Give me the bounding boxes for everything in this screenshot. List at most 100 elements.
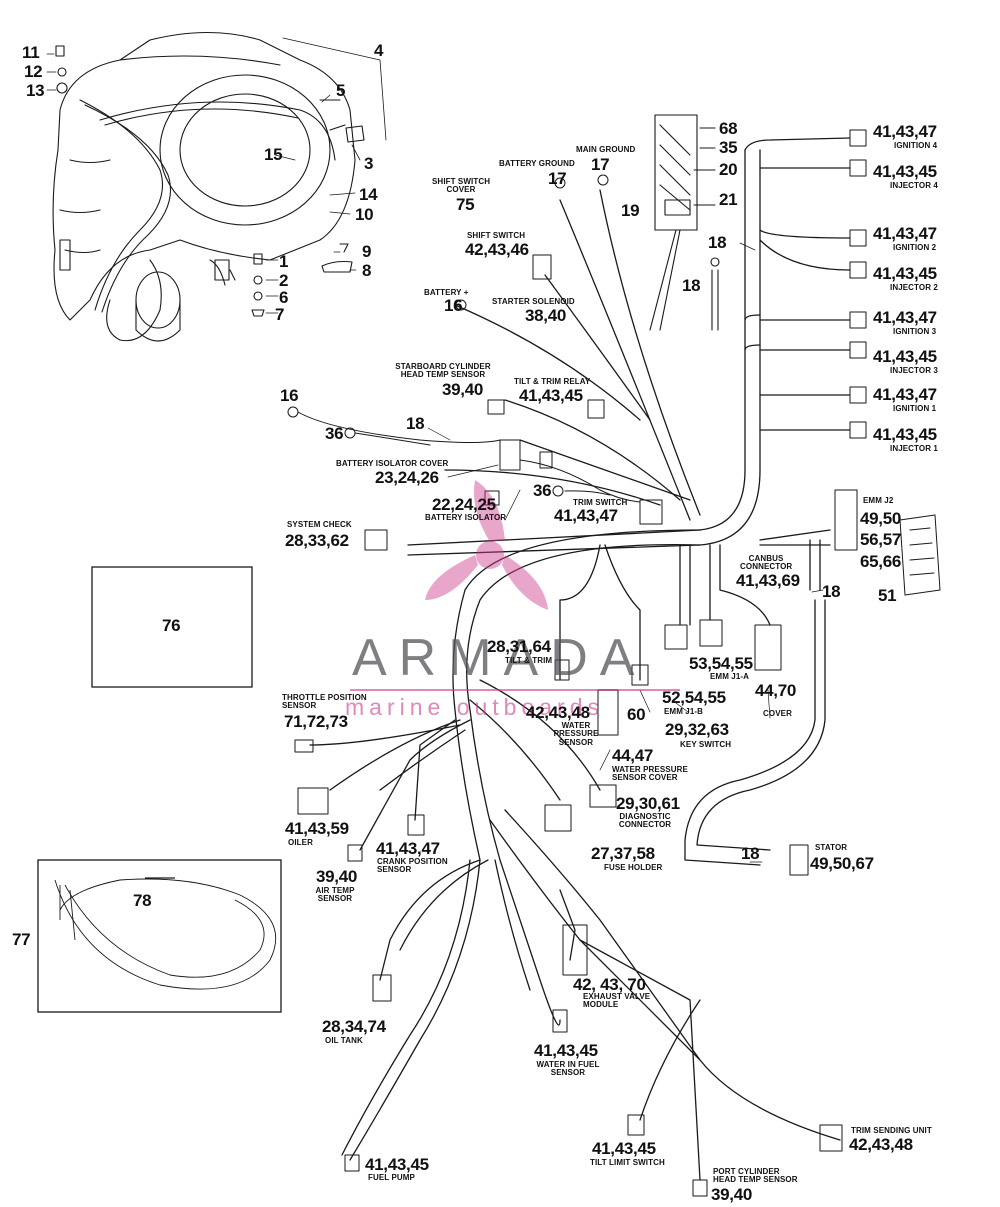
ref-17-main-ground: 17 (591, 155, 610, 174)
ref-battery-isolator-cover: 23,24,26 (375, 468, 439, 487)
caption-ignition-4: IGNITION 4 (894, 141, 938, 150)
ref-78: 78 (133, 891, 152, 910)
ref-36-isolator: 36 (325, 424, 344, 443)
ref-canbus-connector: 41,43,69 (736, 571, 800, 590)
ref-3: 3 (364, 154, 374, 173)
ref-ignition-4: 41,43,47 (873, 122, 937, 141)
watermark-rule (350, 689, 680, 691)
ref-16-battery-plus: 16 (444, 296, 463, 315)
ref-fuel-pump: 41,43,45 (365, 1155, 429, 1174)
ref-emm-j1b: 52,54,55 (662, 688, 726, 707)
ref-19: 19 (621, 201, 640, 220)
box-76 (91, 566, 253, 688)
ref-9: 9 (362, 242, 372, 261)
ref-68: 68 (719, 119, 738, 138)
caption-injector-3: INJECTOR 3 (890, 366, 938, 375)
ref-exhaust-valve: 42, 43, 70 (573, 975, 646, 994)
box-77 (37, 859, 282, 1013)
ref-13: 13 (26, 81, 45, 100)
caption-tilt-trim: TILT & TRIM (505, 656, 553, 665)
caption-battery-isolator: BATTERY ISOLATOR (425, 513, 507, 522)
ref-35: 35 (719, 138, 738, 157)
caption-ignition-3: IGNITION 3 (893, 327, 937, 336)
ref-oiler: 41,43,59 (285, 819, 349, 838)
ref-injector-2: 41,43,45 (873, 264, 937, 283)
ref-18-trunk: 18 (708, 233, 727, 252)
ref-throttle-sensor: 71,72,73 (284, 712, 348, 731)
ref-tilt-trim: 28,31,64 (487, 637, 551, 656)
ref-12: 12 (24, 62, 43, 81)
ref-emm-j1a: 53,54,55 (689, 654, 753, 673)
watermark-propeller (425, 480, 548, 610)
ref-emm-j2-c: 65,66 (860, 552, 902, 571)
ref-tilt-trim-relay: 41,43,45 (519, 386, 583, 405)
ref-injector-4: 41,43,45 (873, 162, 937, 181)
caption-injector-4: INJECTOR 4 (890, 181, 938, 190)
ref-key-switch: 29,32,63 (665, 720, 729, 739)
caption-ignition-1: IGNITION 1 (893, 404, 937, 413)
ref-17-battery-ground: 17 (548, 169, 567, 188)
ref-10: 10 (355, 205, 374, 224)
ref-77: 77 (12, 930, 31, 949)
small-hardware-parts (55, 45, 365, 317)
ref-water-pressure-cover: 44,47 (612, 746, 654, 765)
ref-20: 20 (719, 160, 738, 179)
ref-shift-switch-cover: 75 (456, 195, 475, 214)
ref-cover: 44,70 (755, 681, 797, 700)
ref-tilt-limit-switch: 41,43,45 (592, 1139, 656, 1158)
caption-trim-sending-unit: TRIM SENDING UNIT (851, 1126, 932, 1135)
caption-stator: STATOR (815, 843, 848, 852)
ref-8: 8 (362, 261, 372, 280)
caption-battery-isolator-cover: BATTERY ISOLATOR COVER (336, 459, 449, 468)
ground-terminal-block (649, 114, 720, 331)
ref-fuse-holder: 27,37,58 (591, 844, 655, 863)
ref-system-check: 28,33,62 (285, 531, 349, 550)
ref-51: 51 (878, 586, 897, 605)
watermark-tagline: marine outboards (345, 694, 604, 720)
caption-trim-switch: TRIM SWITCH (573, 498, 628, 507)
ref-16-isolator: 16 (280, 386, 299, 405)
ref-18-isolator: 18 (406, 414, 425, 433)
caption-cover: COVER (763, 709, 792, 718)
ref-ignition-2: 41,43,47 (873, 224, 937, 243)
caption-main-ground: MAIN GROUND (576, 145, 636, 154)
caption-tilt-limit-switch: TILT LIMIT SWITCH (590, 1158, 665, 1167)
ref-1: 1 (279, 252, 289, 271)
ref-port-temp-sensor: 39,40 (711, 1185, 753, 1204)
caption-oiler: OILER (288, 838, 313, 847)
ref-trim-switch: 41,43,47 (554, 506, 618, 525)
ref-ignition-1: 41,43,47 (873, 385, 937, 404)
ref-emm-j2-b: 56,57 (860, 530, 902, 549)
caption-key-switch: KEY SWITCH (680, 740, 732, 749)
caption-fuel-pump: FUEL PUMP (368, 1173, 415, 1182)
ref-injector-1: 41,43,45 (873, 425, 937, 444)
ref-trim-sending-unit: 42,43,48 (849, 1135, 913, 1154)
caption-ignition-2: IGNITION 2 (893, 243, 937, 252)
ref-starboard-temp-sensor: 39,40 (442, 380, 484, 399)
caption-system-check: SYSTEM CHECK (287, 520, 352, 529)
caption-tilt-trim-relay: TILT & TRIM RELAY (514, 377, 591, 386)
ref-shift-switch: 42,43,46 (465, 240, 529, 259)
ref-15: 15 (264, 145, 283, 164)
caption-injector-1: INJECTOR 1 (890, 444, 938, 453)
watermark-brand: ARMADA (352, 629, 647, 687)
ref-diagnostic-connector: 29,30,61 (616, 794, 680, 813)
ref-stator: 49,50,67 (810, 854, 874, 873)
ref-76: 76 (162, 616, 181, 635)
ref-starter-solenoid: 38,40 (525, 306, 567, 325)
ref-emm-j2-a: 49,50 (860, 509, 902, 528)
ref-7: 7 (275, 305, 285, 324)
ref-18-strap: 18 (682, 276, 701, 295)
caption-shift-switch: SHIFT SWITCH (467, 231, 526, 240)
ref-4: 4 (374, 41, 384, 60)
harness-main-trunk (309, 137, 851, 1181)
